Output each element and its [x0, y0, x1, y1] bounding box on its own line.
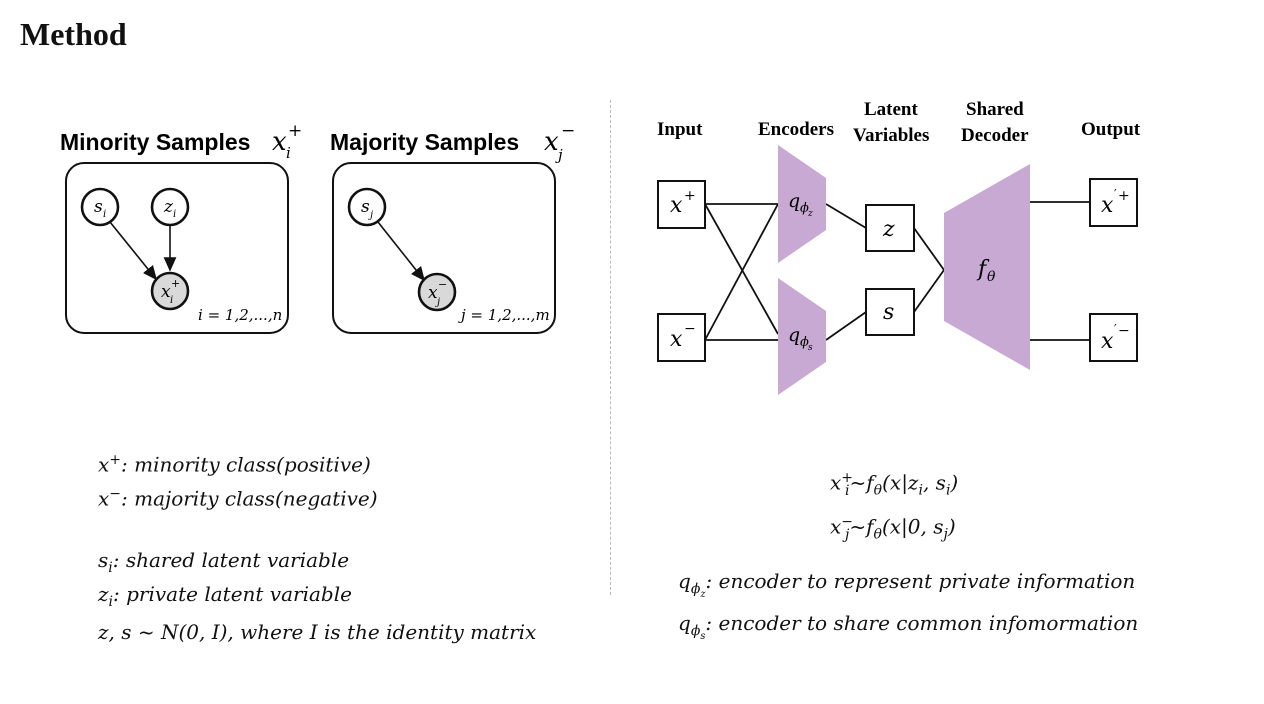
index-i-label: i = 1,2,...,n [198, 306, 282, 324]
encoder-qz-label: q [788, 190, 800, 212]
node-s-i [80, 187, 120, 227]
header-output: Output [1081, 119, 1141, 140]
output-xneg-box [1089, 313, 1138, 362]
majority-var-sub: j [555, 146, 563, 164]
input-xneg-box [657, 313, 706, 362]
latent-s-box [865, 288, 915, 336]
note-encoder-z: qϕz: encoder to represent private inform… [678, 569, 1136, 600]
edge-s-dec [913, 269, 945, 313]
node-x-j-label: x [428, 283, 438, 303]
note-shared-latent: si: shared latent variable [98, 548, 350, 576]
minority-samples-label: Minority Samples [60, 129, 250, 155]
page-title: Method [20, 16, 127, 52]
input-xpos-label: x [670, 193, 683, 218]
encoder-qz [778, 145, 826, 263]
header-shared: Shared [966, 99, 1024, 120]
eq-minority: x+i~fθ(x|zi, si) [830, 470, 959, 499]
input-xpos-sup: + [684, 188, 696, 204]
majority-plate [332, 162, 556, 334]
note-encoder-s: qϕs: encoder to share common infomormati… [678, 611, 1139, 642]
header-input: Input [657, 119, 703, 140]
header-encoders: Encoders [758, 119, 834, 140]
edge-qs-s [825, 311, 867, 341]
header-decoder: Decoder [961, 125, 1029, 146]
node-z-i-label: z [163, 197, 174, 217]
node-x-i-sub: i [170, 295, 173, 306]
minority-var-sup: + [288, 121, 302, 141]
note-prior: z, s ~ N(0, I), where I is the identity … [98, 620, 537, 644]
node-s-i-sub: i [103, 209, 106, 220]
minority-var-sub: i [286, 144, 291, 162]
header-latent-1: Latent [864, 99, 919, 120]
eq-majority: x−j~fθ(x|0, sj) [830, 514, 956, 543]
encoder-qs-phi: ϕ [800, 335, 809, 350]
node-s-j-sub: j [368, 210, 373, 221]
output-xpos-label: x [1101, 193, 1114, 218]
majority-var-sup: − [561, 121, 575, 141]
encoder-qs-sub: s [808, 343, 813, 353]
latent-s-label: s [883, 300, 894, 325]
encoder-qs-label: q [788, 324, 800, 346]
node-x-i-label: x [161, 282, 171, 302]
output-xneg-label: x [1101, 329, 1114, 354]
node-s-j-label: s [361, 197, 370, 217]
node-x-i-sup: + [171, 277, 180, 290]
output-xneg-prime: ′ [1114, 322, 1117, 336]
graphical-model-diagram: Minority Samples x + i Majority Samples … [60, 121, 575, 334]
edge-qz-z [825, 203, 867, 229]
encoder-qz-sub: z [807, 209, 813, 219]
output-xneg-sup: − [1118, 323, 1130, 339]
node-s-j [347, 187, 387, 227]
encoder-qz-phi: ϕ [800, 201, 809, 216]
output-xpos-sup: + [1118, 188, 1130, 204]
node-z-i [150, 187, 190, 227]
edge-si-xi [109, 221, 158, 281]
node-x-j-sup: − [438, 278, 447, 291]
latent-z-label: z [882, 217, 895, 242]
majority-samples-label: Majority Samples [330, 129, 519, 155]
input-xneg-sup: − [684, 321, 696, 337]
edge-z-dec [913, 227, 945, 271]
node-x-i [150, 271, 190, 311]
input-xneg-label: x [670, 327, 683, 352]
output-xpos-box [1089, 178, 1138, 227]
shared-decoder [944, 164, 1030, 370]
encoder-qs [778, 278, 826, 395]
node-x-j [417, 272, 457, 312]
header-latent-2: Variables [853, 125, 929, 146]
note-private-latent: zi: private latent variable [98, 582, 352, 610]
edge-xneg-qz [704, 203, 779, 341]
node-s-i-label: s [94, 197, 103, 217]
majority-var-label: x [544, 127, 559, 157]
section-divider [610, 100, 611, 595]
architecture-diagram: Input Encoders Latent Variables Shared D… [657, 99, 1141, 395]
latent-z-box [865, 204, 915, 252]
index-j-label: j = 1,2,...,m [458, 306, 550, 324]
decoder-theta: θ [987, 269, 996, 285]
edge-xpos-qs [704, 203, 779, 335]
minority-var-label: x [272, 127, 287, 157]
node-x-j-sub: j [435, 297, 440, 308]
output-xpos-prime: ′ [1114, 187, 1117, 201]
node-z-i-sub: i [173, 209, 176, 220]
input-xpos-box [657, 180, 706, 229]
edge-sj-xj [377, 221, 425, 282]
note-minority: x+: minority class(positive) [98, 452, 371, 477]
note-majority: x−: majority class(negative) [98, 486, 378, 511]
minority-plate [65, 162, 289, 334]
